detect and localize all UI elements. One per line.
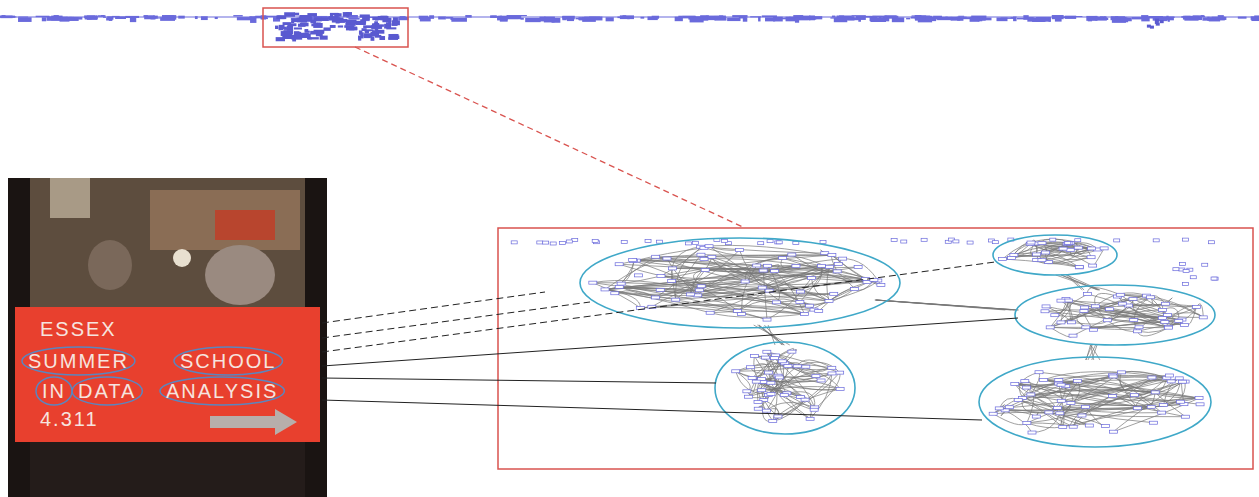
sign-text: ESSEX bbox=[40, 318, 117, 340]
sign-text: SUMMER bbox=[28, 350, 129, 372]
sign-text: 4.311 bbox=[40, 408, 99, 430]
sign-text: SCHOOL bbox=[180, 350, 276, 372]
leader-line bbox=[322, 262, 1018, 420]
zoom-line bbox=[355, 47, 745, 228]
zoom-box bbox=[263, 8, 408, 47]
word-ellipse bbox=[22, 347, 284, 405]
sign-text: DATA bbox=[78, 380, 136, 402]
cluster-ellipse bbox=[580, 235, 1215, 447]
sign-text: ANALYSIS bbox=[166, 380, 278, 402]
sign-text: IN bbox=[42, 380, 66, 402]
photo bbox=[8, 178, 327, 497]
graph-strip bbox=[0, 12, 1259, 41]
zoom-panel bbox=[498, 228, 1253, 469]
graph-detail bbox=[511, 238, 1218, 434]
